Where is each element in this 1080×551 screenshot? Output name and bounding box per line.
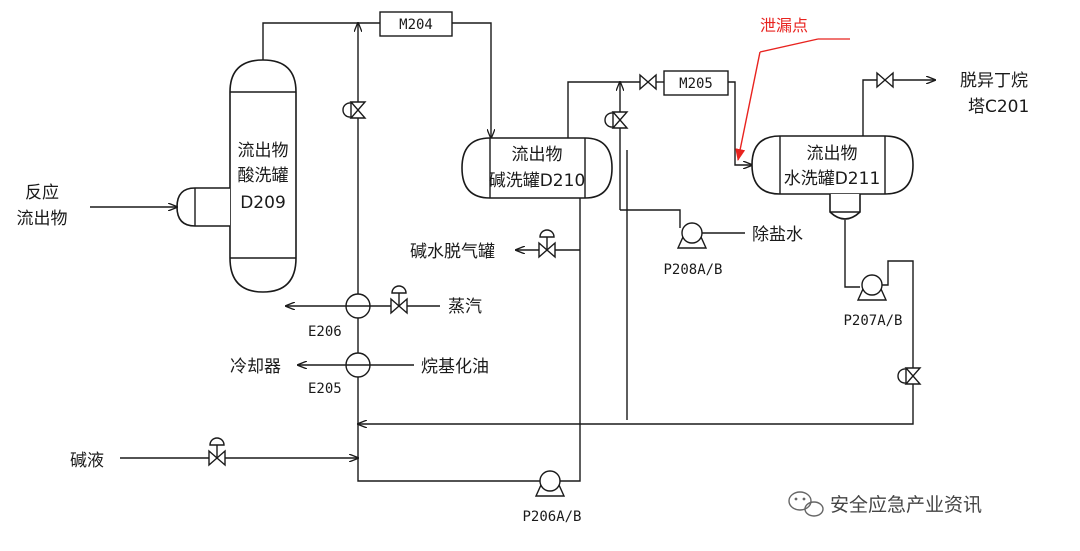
control-valve-p207 [897,367,922,385]
stream-reaction-effluent-1: 反应 [25,183,59,203]
stream-deisobutanizer-1: 脱异丁烷 [960,71,1028,91]
stream-steam: 蒸汽 [448,297,482,317]
stream-cooler: 冷却器 [230,357,281,377]
pump-p208 [676,222,708,249]
d210-overhead-line [567,81,652,138]
e205-label: E205 [308,381,342,397]
p208-suction-line [620,209,681,228]
vessel-d210: 流出物 碱洗罐D210 [461,137,613,199]
control-valve-riser [342,101,367,119]
e206-label: E206 [308,324,342,340]
vessel-d209: 流出物 酸洗罐 D209 [176,59,297,293]
valve-c201-inlet [876,71,894,89]
steam-control-valve [390,285,408,315]
d209-label-2: 酸洗罐 [238,166,289,186]
leak-point-label: 泄漏点 [760,16,808,35]
vessel-d211: 流出物 水洗罐D211 [751,135,914,220]
p208-label: P208A/B [663,262,722,278]
d211-overhead-line [862,80,935,136]
stream-caustic-degas: 碱水脱气罐 [410,242,495,262]
caustic-control-valve [208,437,226,467]
watermark-text: 安全应急产业资讯 [830,494,982,516]
stream-desalted-water: 除盐水 [752,225,803,245]
pump-p207 [856,274,888,301]
p206-discharge-line [357,460,540,482]
leak-arrow [735,51,761,161]
exchanger-e206 [345,293,371,319]
valve-m205-inlet [639,73,657,91]
d210-label-2: 碱洗罐D210 [489,171,586,191]
d209-overhead-line [262,22,380,60]
leak-leader-top [759,38,850,53]
m204-to-d210-line [452,22,491,138]
m205-label: M205 [679,76,713,92]
d211-bottom-line [844,220,860,288]
control-valve-water [604,111,629,129]
stream-deisobutanizer-2: 塔C201 [968,97,1029,117]
mixer-m205: M205 [663,70,729,96]
d211-label-2: 水洗罐D211 [784,169,881,189]
m205-to-d211-line [728,81,752,165]
stream-alkylate: 烷基化油 [421,357,489,377]
watermark: 安全应急产业资讯 [788,491,982,517]
d209-label-3: D209 [240,193,286,213]
stream-reaction-effluent-2: 流出物 [17,209,68,229]
wechat-icon [788,491,824,517]
stream-caustic: 碱液 [70,451,104,471]
water-recycle-line [358,395,914,424]
p207-label: P207A/B [843,313,902,329]
p207-discharge-line [882,260,914,395]
m204-label: M204 [399,17,433,33]
d210-label-1: 流出物 [512,145,563,165]
exchanger-e205 [345,352,371,378]
pump-p206 [534,468,581,497]
d211-label-1: 流出物 [807,144,858,164]
p206-label: P206A/B [522,509,581,525]
degas-control-valve [538,229,556,259]
mixer-m204: M204 [379,11,453,37]
d209-label-1: 流出物 [238,141,289,161]
